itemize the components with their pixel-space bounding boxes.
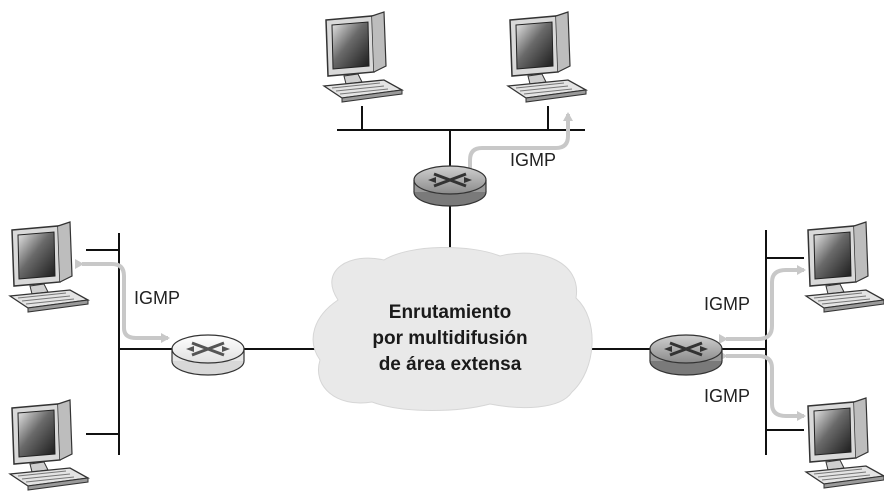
computer-icon-right-lower [805,397,884,489]
computer-icon-right-upper [805,221,884,313]
computer-icon-left-lower [9,399,89,491]
cloud-label-line3: de área extensa [379,354,522,375]
igmp-arrow-right-lower [719,351,806,421]
igmp-label-right-upper: IGMP [704,294,750,314]
igmp-label-right-lower: IGMP [704,386,750,406]
computer-icon-top-right [507,11,587,103]
igmp-arrow-right-upper [719,265,806,344]
router-icon-top [412,164,488,208]
igmp-label-top: IGMP [510,150,556,170]
igmp-label-left: IGMP [134,288,180,308]
router-icon-right [648,333,724,377]
wide-area-multicast-cloud [312,247,593,411]
cloud-label-line1: Enrutamiento [389,302,511,323]
igmp-arrow-top [465,112,573,179]
igmp-arrow-left [75,259,170,343]
cloud-label-line2: por multidifusión [372,328,527,349]
computer-icon-left-upper [9,221,89,313]
computer-icon-top-left [323,11,403,103]
router-icon-left [170,333,246,377]
